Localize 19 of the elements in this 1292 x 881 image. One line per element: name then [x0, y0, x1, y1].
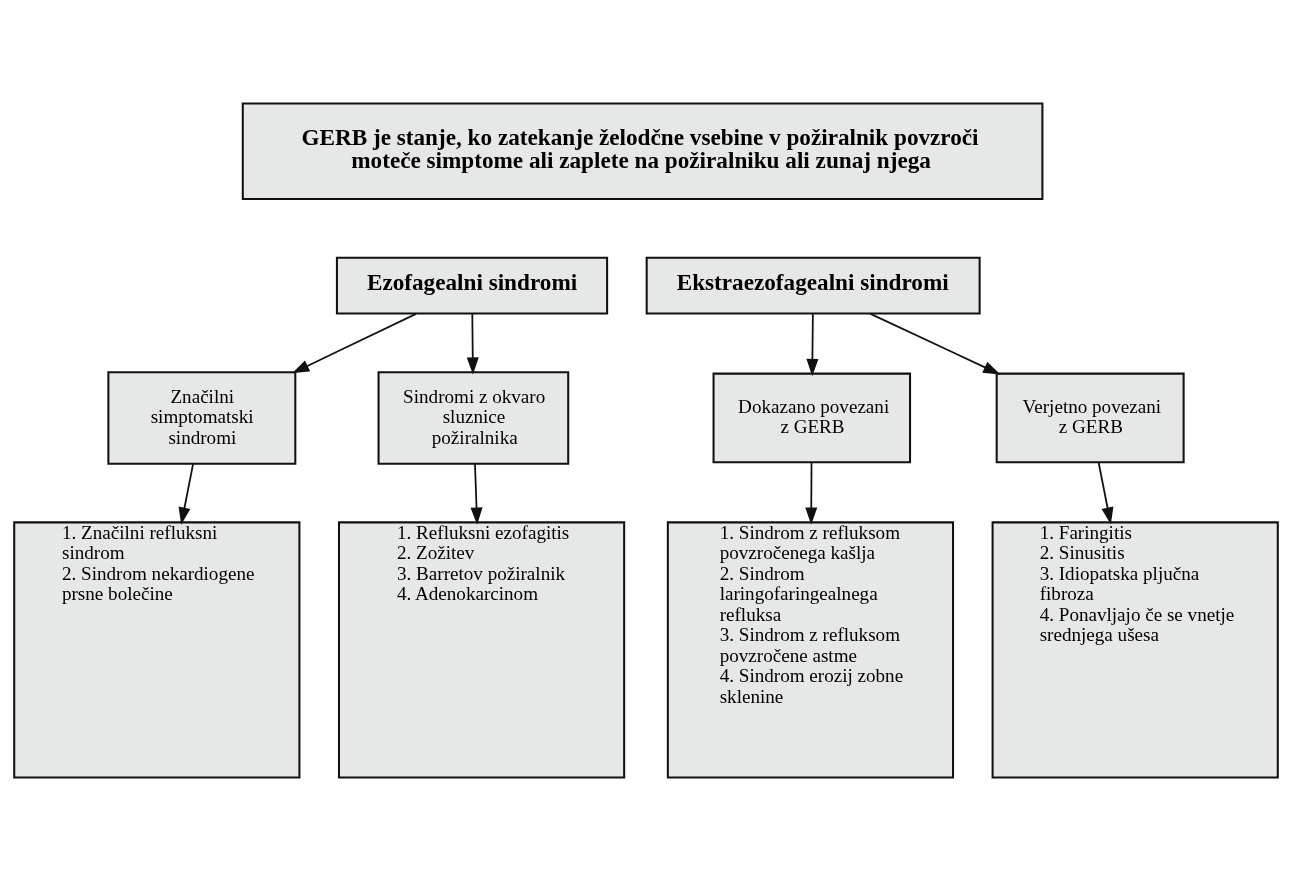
arrow [869, 312, 1001, 375]
node-box: 1. Faringitis 2. Sinusitis 3. Idiopatska pljučna fibroza 4. Ponavljajo če se vnetje srednjega ušesa [991, 521, 1279, 779]
node-box: Ezofagealni sindromi [335, 256, 609, 315]
arrow [292, 312, 417, 374]
arrow [806, 312, 819, 377]
node-box: 1. Refluksni ezofagitis 2. Zožitev 3. Barretov požiralnik 4. Adenokarcinom [337, 521, 626, 779]
node-box: GERB je stanje, ko zatekanje želodčne vsebine v požiralnik povzroči moteče simptome ali zaplete na požiralniku ali zunaj njega [241, 102, 1044, 200]
arrow [1097, 461, 1114, 525]
node-box: Dokazano povezani z GERB [712, 372, 912, 464]
arrow [805, 461, 818, 525]
arrow [466, 312, 479, 375]
node-box: Sindromi z okvaro sluznice požiralnika [377, 371, 570, 465]
arrow [470, 463, 483, 525]
node-box: Ekstraezofagealni sindromi [645, 256, 981, 315]
node-box: 1. Sindrom z refluksom povzročenega kašlja 2. Sindrom laringofaringealnega refluksa 3. Sindrom z refluksom povzročene astme 4. Sindrom erozij zobne sklenine [666, 521, 955, 779]
node-box: 1. Značilni refluksni sindrom 2. Sindrom nekardiogene prsne bolečine [13, 521, 301, 779]
arrow [178, 463, 194, 525]
node-box: Verjetno povezani z GERB [995, 372, 1185, 464]
node-box: Značilni simptomatski sindromi [107, 371, 297, 465]
